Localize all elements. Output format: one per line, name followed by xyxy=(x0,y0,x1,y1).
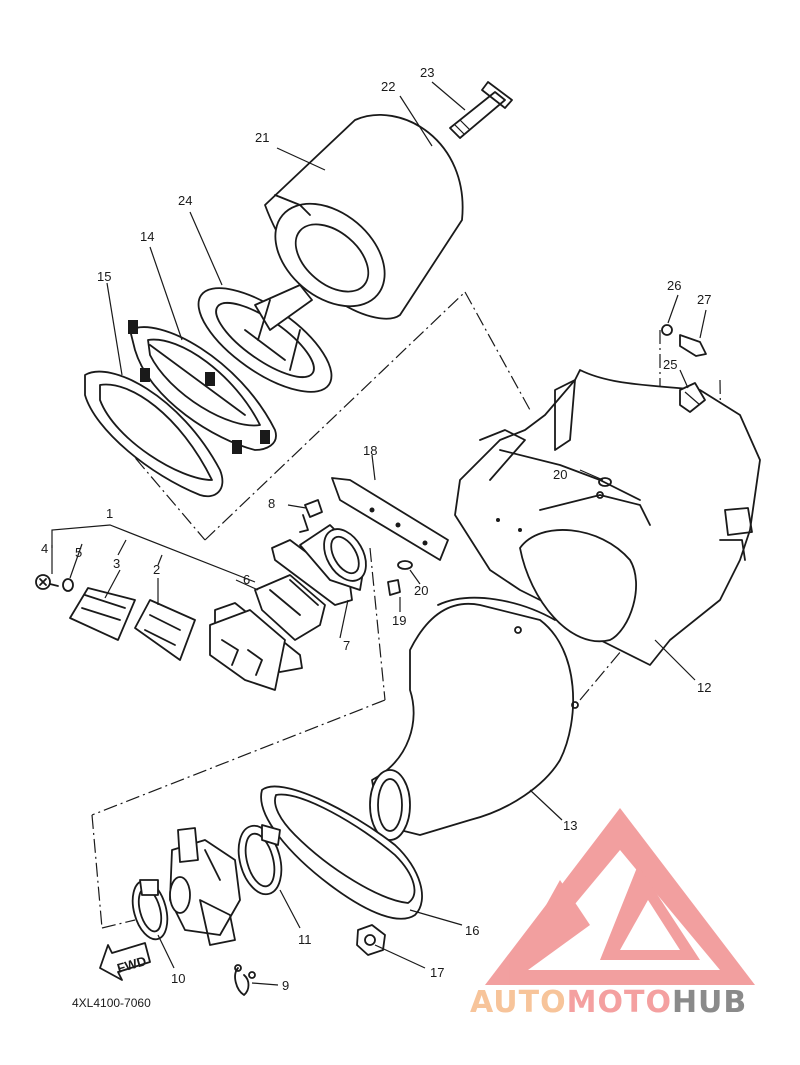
callout-2: 2 xyxy=(153,562,160,577)
callout-21: 21 xyxy=(255,130,269,145)
callout-1: 1 xyxy=(106,506,113,521)
callout-4: 4 xyxy=(41,541,48,556)
callout-5: 5 xyxy=(75,545,82,560)
reed-stopper-3 xyxy=(69,587,136,641)
callout-22: 22 xyxy=(381,79,395,94)
callout-16: 16 xyxy=(465,923,479,938)
callout-23: 23 xyxy=(420,65,434,80)
washer-20-lower xyxy=(397,560,413,570)
fwd-arrow-icon: FWD xyxy=(99,942,151,981)
callout-numbers: 1 2 3 4 5 6 7 8 9 10 11 12 13 14 15 16 1… xyxy=(41,65,711,993)
callout-20-upper: 20 xyxy=(553,467,567,482)
callout-17: 17 xyxy=(430,965,444,980)
callout-12: 12 xyxy=(697,680,711,695)
bolt-19 xyxy=(387,579,401,596)
diagram-code: 4XL4100-7060 xyxy=(72,996,151,1010)
callout-13: 13 xyxy=(563,818,577,833)
nut-17 xyxy=(356,924,386,956)
leader-lines xyxy=(51,81,707,986)
reed-plate-2 xyxy=(134,599,196,661)
gasket-15 xyxy=(84,370,224,498)
clip-9 xyxy=(234,964,256,996)
filter-guide-24 xyxy=(197,284,333,393)
callout-11: 11 xyxy=(298,932,312,947)
callout-24: 24 xyxy=(178,193,192,208)
clip-25 xyxy=(679,382,706,413)
callout-20-lower: 20 xyxy=(414,583,428,598)
callout-10: 10 xyxy=(171,971,185,986)
watermark-hub: HUB xyxy=(672,985,747,1020)
callout-19: 19 xyxy=(392,613,406,628)
bolt-23 xyxy=(449,81,513,139)
clamp-11 xyxy=(237,824,283,896)
air-intake-duct-13 xyxy=(369,596,579,841)
callout-6: 6 xyxy=(243,572,250,587)
bolt-8 xyxy=(299,499,323,533)
washer-20-upper xyxy=(598,477,612,487)
callout-15: 15 xyxy=(97,269,111,284)
callout-25: 25 xyxy=(663,357,677,372)
reed-valve-case xyxy=(209,602,303,691)
washer-5 xyxy=(62,578,74,592)
watermark-logo-icon xyxy=(485,808,755,985)
joint-gasket-16 xyxy=(260,785,423,920)
watermark-auto: AUTO xyxy=(470,985,567,1020)
callout-18: 18 xyxy=(363,443,377,458)
callout-14: 14 xyxy=(140,229,154,244)
callout-27: 27 xyxy=(697,292,711,307)
clamp-10 xyxy=(131,879,169,941)
watermark-moto: MOTO xyxy=(567,985,672,1020)
intake-manifold-7 xyxy=(271,524,367,606)
callout-26: 26 xyxy=(667,278,681,293)
air-filter-element-21 xyxy=(264,114,464,320)
bolt-27 xyxy=(679,334,707,357)
carburetor xyxy=(169,827,241,946)
washer-26 xyxy=(661,324,673,336)
callout-7: 7 xyxy=(343,638,350,653)
svg-text:AUTOMOTOHUB: AUTOMOTOHUB xyxy=(470,985,747,1020)
screw-4 xyxy=(35,574,59,590)
plate-18 xyxy=(331,477,449,561)
callout-8: 8 xyxy=(268,496,275,511)
air-box-case-12 xyxy=(454,369,761,666)
callout-9: 9 xyxy=(282,978,289,993)
watermark-text: AUTOMOTOHUB xyxy=(470,985,747,1020)
filter-frame-14 xyxy=(128,320,277,454)
reed-valve-6 xyxy=(254,574,326,641)
callout-3: 3 xyxy=(113,556,120,571)
